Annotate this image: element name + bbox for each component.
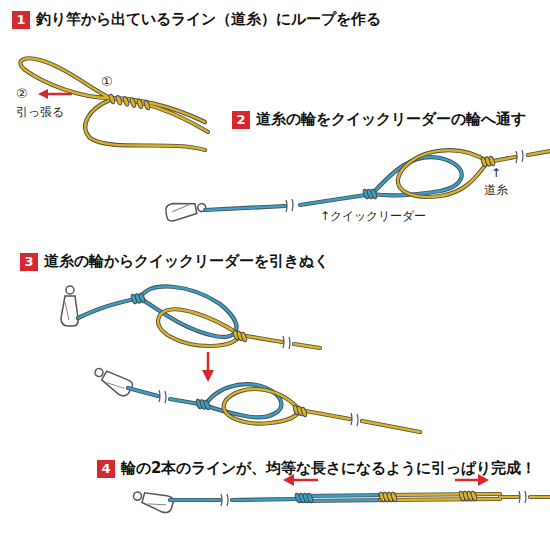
line-label: ↑クイックリーダー — [320, 208, 426, 225]
step-text: 道糸の輪からクイックリーダーを引きぬく — [44, 252, 329, 271]
coil-wrap — [488, 156, 496, 167]
step-heading: 4 輪の2本のラインが、均等な長さになるように引っぱり完成！ — [97, 459, 536, 478]
callout-number: ① — [101, 74, 113, 89]
coil-wrap — [390, 492, 398, 503]
step-number: 3 — [20, 253, 38, 271]
coil-wrap — [203, 400, 211, 411]
step-number: 2 — [232, 111, 250, 129]
fishing-line — [398, 150, 550, 197]
step-text: 道糸の輪をクイックリーダーの輪へ通す — [256, 110, 526, 129]
pointer-arrow: ↑ — [491, 166, 501, 180]
step-number: 4 — [97, 460, 115, 478]
coil-wrap — [470, 491, 478, 502]
step-text: 釣り竿から出ているライン（道糸）にループを作る — [36, 10, 381, 29]
coil-wrap — [136, 98, 144, 109]
coil-wrap — [138, 293, 146, 304]
step-heading: 1 釣り竿から出ているライン（道糸）にループを作る — [12, 10, 381, 29]
coil-wrap — [306, 493, 314, 504]
fishing-line — [224, 389, 420, 432]
step-heading: 3 道糸の輪からクイックリーダーを引きぬく — [20, 252, 329, 271]
coil-wrap — [129, 97, 137, 108]
coil-wrap — [300, 407, 308, 418]
coil-wrap — [122, 96, 130, 107]
annotation: 引っ張る — [16, 104, 64, 121]
callout-number: ② — [16, 86, 28, 101]
coil-wrap — [143, 100, 151, 111]
step-number: 1 — [12, 11, 30, 29]
coil-wrap — [370, 189, 378, 200]
line-label: 道糸 — [484, 182, 508, 199]
fishing-line — [78, 287, 236, 337]
fishing-line — [20, 58, 208, 150]
fishing-line — [205, 157, 462, 210]
fishing-line — [170, 495, 392, 501]
step-heading: 2 道糸の輪をクイックリーダーの輪へ通す — [232, 110, 526, 129]
step-text: 輪の2本のラインが、均等な長さになるように引っぱり完成！ — [121, 459, 536, 478]
coil-wrap — [115, 95, 123, 106]
coil-wrap — [240, 332, 248, 343]
coil-wrap — [108, 94, 116, 105]
fishing-line — [158, 309, 320, 348]
